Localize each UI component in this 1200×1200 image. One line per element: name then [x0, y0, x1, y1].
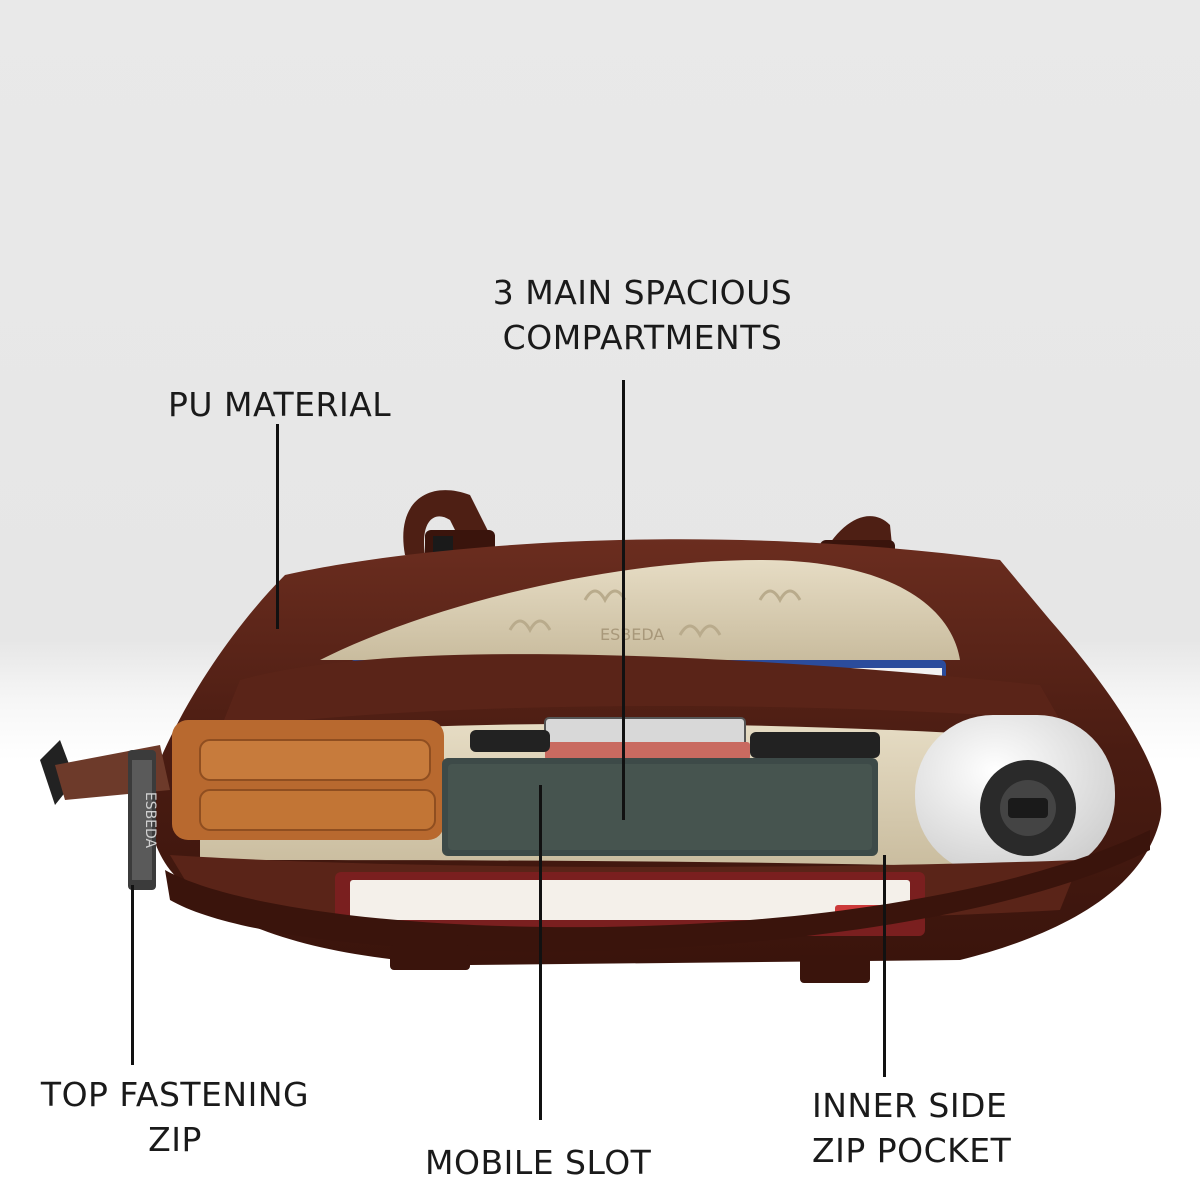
leader-inner-pocket: [883, 855, 886, 1077]
leader-mobile-slot: [539, 785, 542, 1120]
callout-inner-pocket-line2: ZIP POCKET: [812, 1131, 1012, 1170]
callout-top-zip-line1: TOP FASTENING: [40, 1075, 310, 1114]
leader-compartments: [622, 380, 625, 820]
divider-upper: [220, 654, 1060, 730]
phone: [470, 717, 880, 760]
callout-material-line1: PU MATERIAL: [168, 385, 392, 424]
callout-compartments-line2: COMPARTMENTS: [502, 318, 783, 357]
callout-compartments: 3 MAIN SPACIOUS COMPARTMENTS: [475, 270, 810, 360]
callout-inner-pocket: INNER SIDE ZIP POCKET: [812, 1083, 1011, 1173]
callout-inner-pocket-line1: INNER SIDE: [812, 1086, 1008, 1125]
leader-top-zip: [131, 885, 134, 1065]
zip-tag-logo: ESBEDA: [142, 792, 158, 849]
callout-material: PU MATERIAL: [168, 382, 391, 427]
callout-mobile-slot-line1: MOBILE SLOT: [425, 1143, 652, 1182]
bag-lining: [320, 560, 960, 660]
lining-pattern: [508, 589, 802, 639]
water-bottle: [915, 715, 1115, 875]
green-book: [442, 758, 878, 856]
bag-foot-right: [800, 955, 870, 983]
bag-front-edge: [165, 830, 1150, 952]
brown-wallet: [172, 720, 444, 840]
lining-brand-logo: ESBEDA: [600, 625, 664, 644]
callout-top-zip: TOP FASTENING ZIP: [30, 1072, 320, 1162]
bag-foot-left: [390, 945, 470, 970]
zip-puller: [40, 740, 170, 890]
leader-material: [276, 424, 279, 629]
callout-top-zip-line2: ZIP: [148, 1120, 202, 1159]
callout-compartments-line1: 3 MAIN SPACIOUS: [492, 273, 793, 312]
callout-mobile-slot: MOBILE SLOT: [425, 1140, 651, 1185]
